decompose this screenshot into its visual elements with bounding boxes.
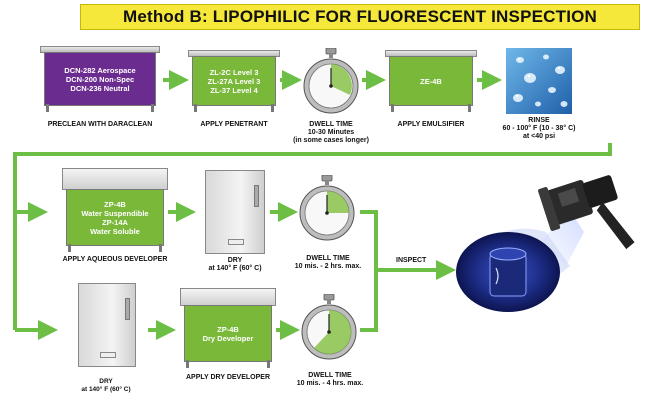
dry-developer-caption: APPLY DRY DEVELOPER	[185, 374, 271, 381]
aqueous-developer-tank: ZP-4B Water Suspendible ZP-14A Water Sol…	[62, 168, 168, 252]
drying-oven-icon	[78, 283, 136, 367]
dry-developer-tank-label: ZP-4B Dry Developer	[184, 305, 272, 362]
dwell3-caption: DWELL TIME 10 mis. - 4 hrs. max.	[280, 372, 380, 388]
dwell2-title: DWELL TIME	[306, 255, 350, 262]
rinse-title: RINSE	[528, 117, 550, 124]
emulsifier-line-1: ZE-4B	[420, 76, 442, 86]
penetrant-line-3: ZL-37 Level 4	[210, 85, 258, 95]
aqdev-line-1: ZP-4B	[104, 199, 126, 209]
emulsifier-caption: APPLY EMULSIFIER	[397, 121, 465, 128]
dwell1-title: DWELL TIME	[309, 121, 353, 128]
stopwatch-icon	[301, 294, 357, 360]
dwell3-range: 10 mis. - 4 hrs. max.	[296, 380, 364, 387]
dwell3-title: DWELL TIME	[308, 372, 352, 379]
dry1-temp: at 140° F (60° C)	[208, 265, 262, 272]
aqdev-line-2: Water Suspendible	[81, 208, 149, 218]
dwell1-range: 10-30 Minutes	[307, 129, 355, 136]
arrow-merge	[360, 210, 378, 332]
penetrant-tank: ZL-2C Level 3 ZL-27A Level 3 ZL-37 Level…	[188, 50, 280, 112]
preclean-tank: DCN-282 Aerospace DCN-200 Non-Spec DCN-2…	[40, 46, 160, 112]
aqdev-line-3: ZP-14A	[102, 217, 128, 227]
aqueous-developer-caption: APPLY AQUEOUS DEVELOPER	[62, 256, 168, 263]
arrow-rinse-wrap	[13, 143, 612, 222]
dry-developer-tank: ZP-4B Dry Developer	[180, 288, 276, 368]
drydev-line-2: Dry Developer	[202, 333, 254, 343]
water-droplets-icon	[506, 48, 572, 114]
dry2-title: DRY	[99, 378, 113, 385]
preclean-tank-label: DCN-282 Aerospace DCN-200 Non-Spec DCN-2…	[44, 52, 156, 106]
dry1-caption: DRY at 140° F (60° C)	[190, 257, 280, 273]
dry2-caption: DRY at 140° F (60° C)	[58, 378, 154, 394]
stopwatch-icon	[303, 48, 359, 114]
rinse-temp: 60 - 100° F (10 - 38° C)	[502, 125, 576, 132]
aqueous-developer-tank-label: ZP-4B Water Suspendible ZP-14A Water Sol…	[66, 189, 164, 246]
drying-oven-icon	[205, 170, 265, 254]
drydev-line-1: ZP-4B	[217, 324, 239, 334]
rinse-caption: RINSE 60 - 100° F (10 - 38° C) at <40 ps…	[486, 117, 592, 141]
penetrant-line-2: ZL-27A Level 3	[207, 76, 261, 86]
dwell1-note: (in some cases longer)	[293, 137, 369, 144]
emulsifier-tank-label: ZE-4B	[389, 56, 473, 106]
penetrant-tank-label: ZL-2C Level 3 ZL-27A Level 3 ZL-37 Level…	[192, 56, 276, 106]
penetrant-line-1: ZL-2C Level 3	[209, 67, 259, 77]
preclean-caption: PRECLEAN WITH DARACLEAN	[47, 121, 153, 128]
aqdev-line-4: Water Soluble	[90, 226, 140, 236]
dwell2-caption: DWELL TIME 10 mis. - 2 hrs. max.	[278, 255, 378, 271]
stopwatch-icon	[299, 175, 355, 241]
dwell1-caption: DWELL TIME 10-30 Minutes (in some cases …	[276, 121, 386, 145]
dwell2-range: 10 mis. - 2 hrs. max.	[294, 263, 362, 270]
preclean-line-1: DCN-282 Aerospace	[64, 65, 136, 75]
dry2-temp: at 140° F (60° C)	[81, 386, 131, 393]
preclean-line-2: DCN-200 Non-Spec	[65, 74, 135, 84]
emulsifier-tank: ZE-4B	[385, 50, 477, 112]
dry1-title: DRY	[227, 257, 243, 264]
uv-lamp-icon	[456, 175, 635, 312]
penetrant-caption: APPLY PENETRANT	[200, 121, 268, 128]
preclean-line-3: DCN-236 Neutral	[70, 83, 130, 93]
page-title: Method B: LIPOPHILIC FOR FLUORESCENT INS…	[80, 4, 640, 30]
inspect-caption: INSPECT	[396, 257, 427, 264]
rinse-pressure: at <40 psi	[522, 133, 556, 140]
